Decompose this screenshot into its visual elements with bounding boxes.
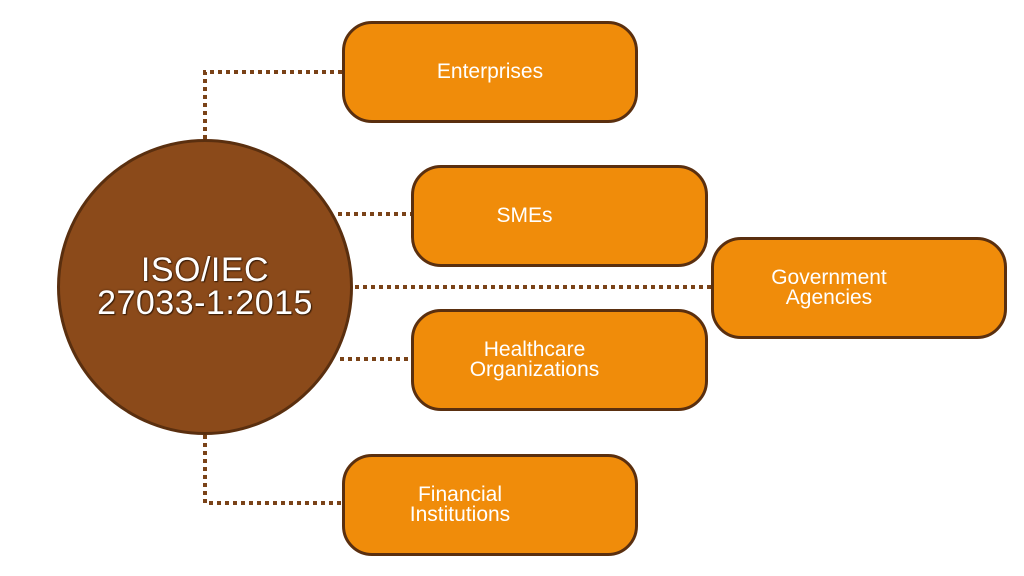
node-government-agencies: Government Agencies [711, 237, 1007, 339]
node-financial-institutions: Financial Institutions [342, 454, 638, 556]
node-label-line2: Organizations [469, 358, 600, 381]
node-label-line2: Agencies [785, 286, 873, 309]
node-label-line1: Government [771, 266, 887, 289]
node-label: SMEs [496, 204, 553, 227]
connector-enterprises [203, 70, 342, 139]
center-circle: ISO/IEC 27033-1:2015 [57, 139, 353, 435]
node-enterprises: Enterprises [342, 21, 638, 123]
center-title-line1: ISO/IEC [140, 251, 270, 289]
center-title-line2: 27033-1:2015 [97, 284, 313, 322]
node-smes: SMEs [411, 165, 708, 267]
node-label-line1: Healthcare [483, 338, 586, 361]
node-label-line1: Financial [417, 483, 503, 506]
node-healthcare-organizations: Healthcare Organizations [411, 309, 708, 411]
node-label: Enterprises [436, 60, 544, 83]
connector-financial [203, 435, 342, 505]
node-label-line2: Institutions [409, 503, 511, 526]
